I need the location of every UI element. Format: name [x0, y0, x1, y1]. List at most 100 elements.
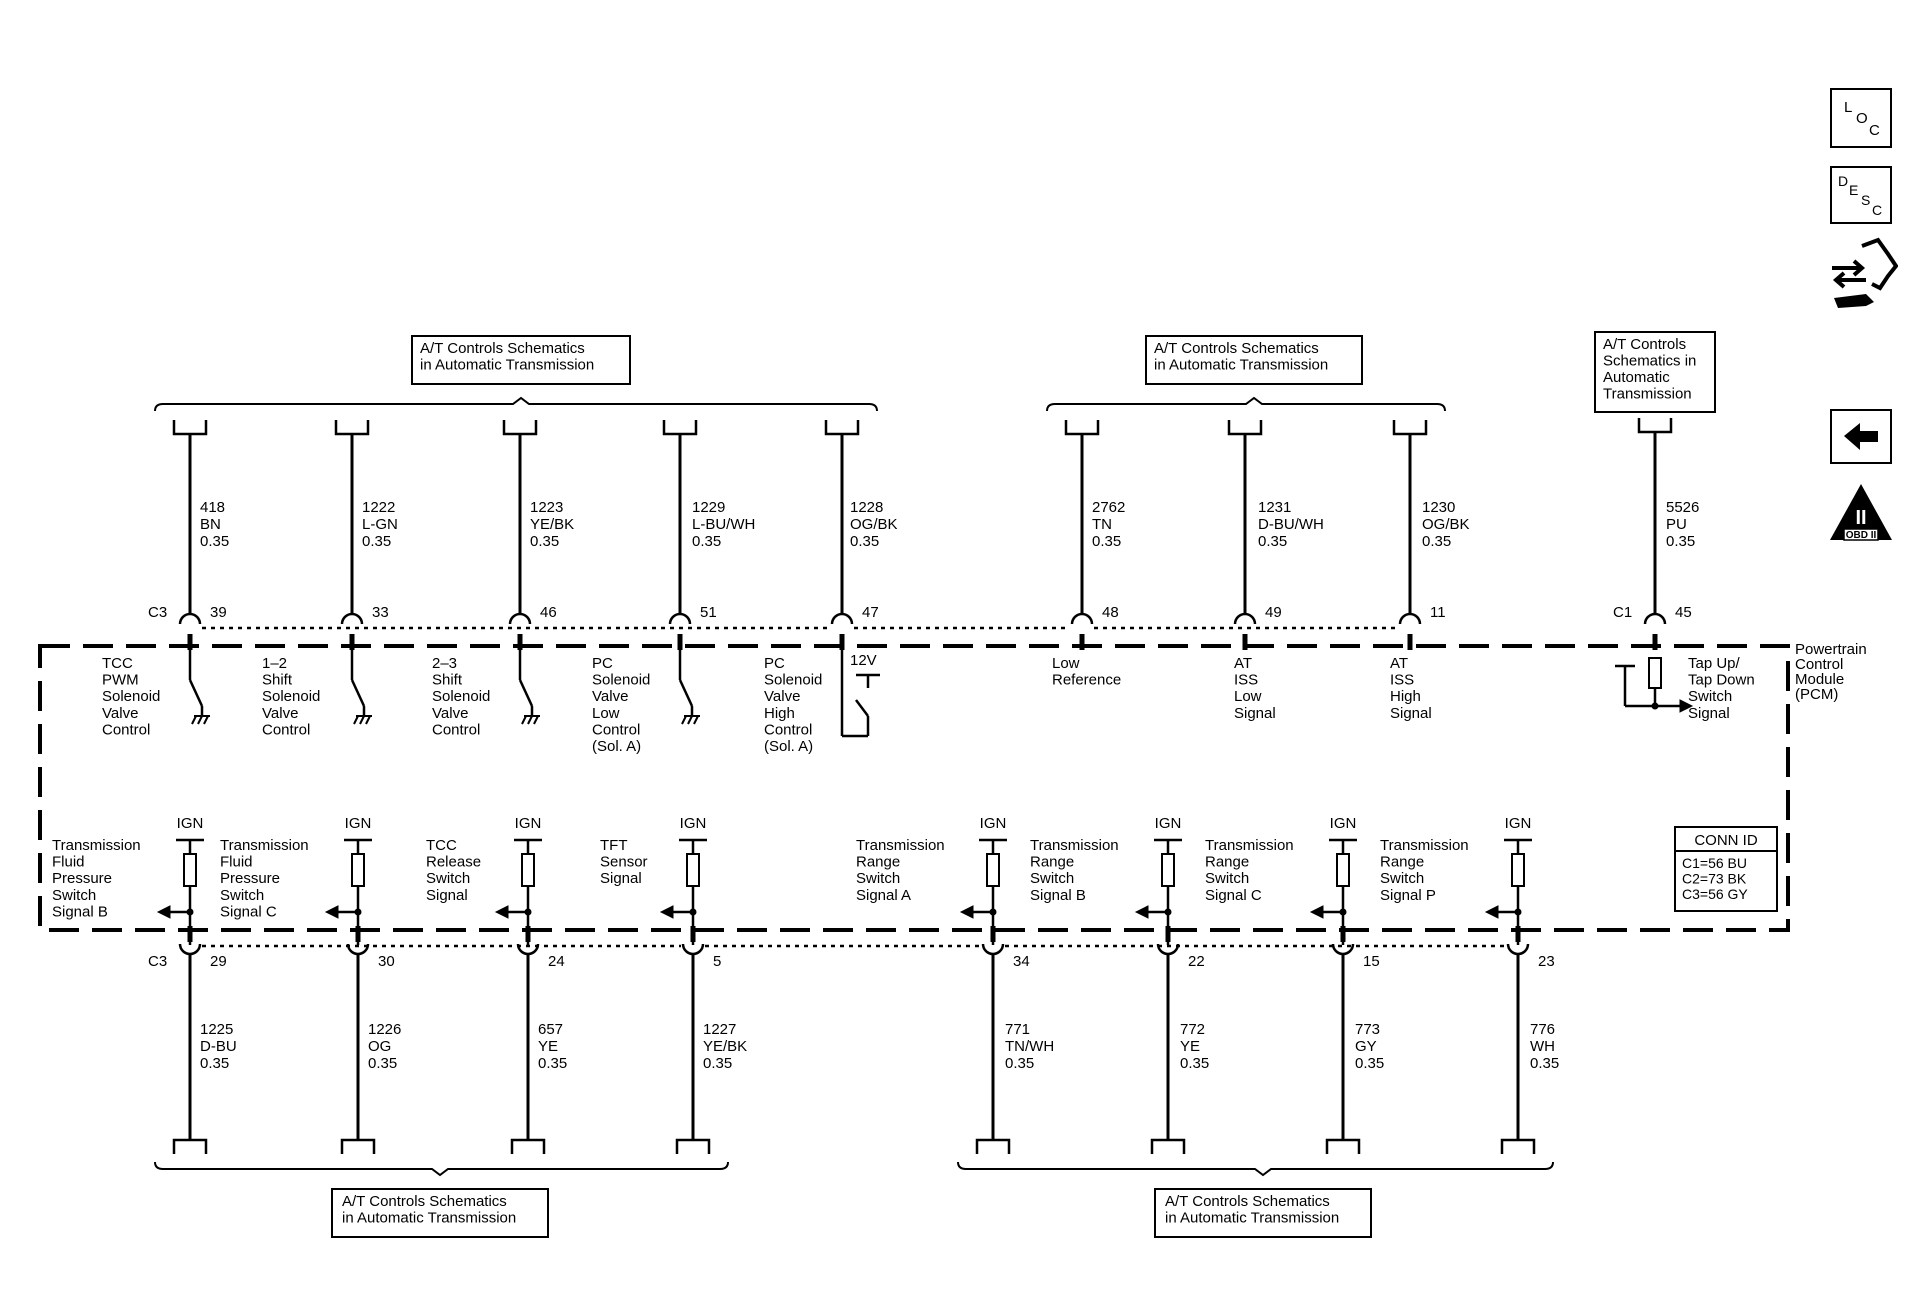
- circuit-number: 1227: [703, 1021, 736, 1038]
- pullup-resistor: [351, 853, 365, 887]
- connector-terminal: [1500, 1138, 1536, 1154]
- connector-id: C3: [148, 953, 167, 970]
- group-title: A/T Controls Schematics: [1165, 1193, 1330, 1210]
- ign-label: IGN: [177, 815, 204, 832]
- signal-description: Pressure: [220, 870, 280, 887]
- group-title: Schematics in: [1603, 353, 1696, 370]
- signal-description: Switch: [52, 887, 96, 904]
- circuit-number: 2762: [1092, 499, 1125, 516]
- pin-number: 11: [1430, 604, 1446, 621]
- resistor: [1648, 657, 1662, 689]
- connector-id: C1: [1613, 604, 1632, 621]
- signal-description: Signal: [426, 887, 468, 904]
- connector-terminal: [675, 1138, 711, 1154]
- signal-description: Valve: [102, 705, 138, 722]
- group-title: A/T Controls Schematics: [420, 340, 585, 357]
- wire-color: OG/BK: [850, 516, 898, 533]
- pullup-resistor: [1336, 853, 1350, 887]
- wire-color: BN: [200, 516, 221, 533]
- conn-id-box: [1674, 826, 1778, 912]
- wire-color: L-BU/WH: [692, 516, 755, 533]
- signal-description: Control: [432, 721, 480, 738]
- signal-description: Transmission: [856, 837, 945, 854]
- signal-arrow: [324, 905, 339, 919]
- signal-description: Tap Down: [1688, 672, 1755, 689]
- pin-arc: [508, 612, 532, 625]
- connector-terminal: [502, 420, 538, 436]
- signal-description: Release: [426, 854, 481, 871]
- signal-description: Signal: [600, 870, 642, 887]
- conn-id-title: CONN ID: [1694, 832, 1758, 849]
- signal-description: Signal B: [1030, 887, 1086, 904]
- pullup-resistor: [986, 853, 1000, 887]
- switch-contact: [855, 699, 869, 717]
- signal-description: Valve: [262, 705, 298, 722]
- signal-description: Signal P: [1380, 887, 1436, 904]
- signal-description: Switch: [1380, 870, 1424, 887]
- circuit-number: 657: [538, 1021, 563, 1038]
- ign-label: IGN: [515, 815, 542, 832]
- desc-button[interactable]: D E S C: [1830, 166, 1892, 224]
- pin-number: 33: [372, 604, 389, 621]
- signal-description: 1–2: [262, 655, 287, 672]
- pin-arc: [1233, 612, 1257, 625]
- connector-terminal: [1227, 420, 1263, 436]
- obd-ii-button[interactable]: II OBD II: [1826, 480, 1896, 546]
- signal-description: Sensor: [600, 854, 648, 871]
- connector-terminal: [975, 1138, 1011, 1154]
- loc-button[interactable]: L O C: [1830, 88, 1892, 148]
- signal-description: Control: [102, 721, 150, 738]
- signal-description: Transmission: [220, 837, 309, 854]
- signal-description: Signal A: [856, 887, 911, 904]
- conn-id-line: C1=56 BU: [1682, 855, 1747, 871]
- connector-end-view-button[interactable]: [1826, 236, 1899, 310]
- wire-gauge: 0.35: [538, 1055, 567, 1072]
- wire-color: YE: [1180, 1038, 1200, 1055]
- signal-description: AT: [1390, 655, 1408, 672]
- wire-gauge: 0.35: [368, 1055, 397, 1072]
- connector-terminal: [510, 1138, 546, 1154]
- signal-description: Transmission: [1205, 837, 1294, 854]
- signal-description: Switch: [1205, 870, 1249, 887]
- pin-number: 34: [1013, 953, 1030, 970]
- conn-id-line: C2=73 BK: [1682, 871, 1747, 887]
- pin-number: 5: [713, 953, 721, 970]
- switch-contact: [518, 679, 534, 707]
- signal-description: Control: [262, 721, 310, 738]
- wire-gauge: 0.35: [200, 533, 229, 550]
- loc-letter-3: C: [1869, 122, 1880, 139]
- ign-label: IGN: [1330, 815, 1357, 832]
- circuit-number: 772: [1180, 1021, 1205, 1038]
- circuit-number: 1228: [850, 499, 883, 516]
- title-box: [1154, 1188, 1372, 1238]
- signal-description: Valve: [432, 705, 468, 722]
- ground-symbol: [197, 715, 203, 725]
- desc-letter-1: D: [1838, 173, 1848, 189]
- wire-color: PU: [1666, 516, 1687, 533]
- back-button[interactable]: [1830, 409, 1892, 464]
- wire-gauge: 0.35: [850, 533, 879, 550]
- wire-color: WH: [1530, 1038, 1555, 1055]
- signal-description: PC: [592, 655, 613, 672]
- connector-terminal: [1150, 1138, 1186, 1154]
- signal-description: Control: [764, 721, 812, 738]
- pin-arc: [1398, 612, 1422, 625]
- desc-letter-4: C: [1872, 202, 1882, 218]
- wire-color: D-BU/WH: [1258, 516, 1324, 533]
- obd-ii-symbol: II: [1855, 507, 1866, 529]
- wire-gauge: 0.35: [1092, 533, 1121, 550]
- signal-description: Valve: [764, 688, 800, 705]
- wire-gauge: 0.35: [1666, 533, 1695, 550]
- signal-description: Signal: [1688, 705, 1730, 722]
- pin-number: 24: [548, 953, 565, 970]
- wire-color: GY: [1355, 1038, 1377, 1055]
- ign-label: IGN: [1155, 815, 1182, 832]
- signal-description: Signal B: [52, 903, 108, 920]
- signal-description: Switch: [856, 870, 900, 887]
- connector-terminal: [172, 1138, 208, 1154]
- signal-description: Pressure: [52, 870, 112, 887]
- signal-description: Fluid: [52, 854, 85, 871]
- supply-voltage-label: 12V: [850, 652, 877, 669]
- pin-number: 49: [1265, 604, 1282, 621]
- group-brace: [1046, 396, 1446, 412]
